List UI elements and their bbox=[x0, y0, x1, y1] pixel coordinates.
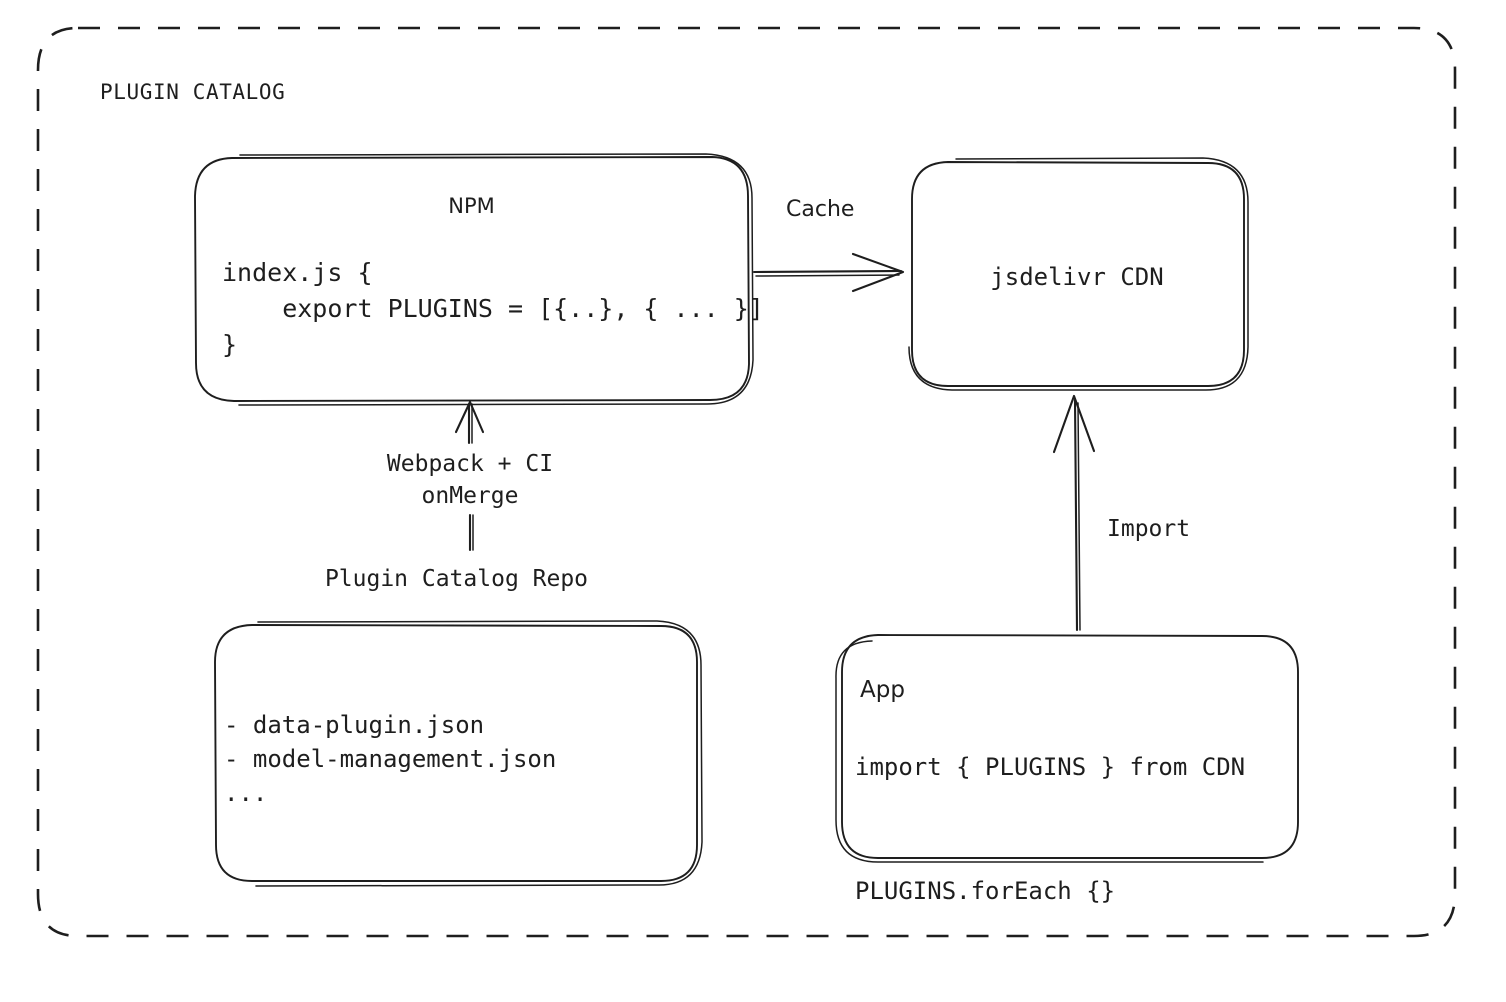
import-edge-label: Import bbox=[1107, 516, 1191, 542]
npm-node-title: NPM bbox=[448, 194, 495, 218]
app-node-code: import { PLUGINS } from CDN PLUGINS.forE… bbox=[855, 753, 1246, 905]
repo-node-label: Plugin Catalog Repo bbox=[324, 566, 589, 592]
build-edge-label: Webpack + CI onMerge bbox=[386, 451, 554, 509]
cache-edge-label: Cache bbox=[786, 197, 855, 222]
cdn-node-title: jsdelivr CDN bbox=[990, 263, 1164, 291]
cache-arrow bbox=[752, 252, 905, 293]
import-arrow bbox=[1052, 394, 1096, 632]
group-label: PLUGIN CATALOG bbox=[100, 80, 286, 104]
npm-node-code: index.js { export PLUGINS = [{..}, { ...… bbox=[222, 258, 764, 359]
repo-node-files: - data-plugin.json - model-management.js… bbox=[224, 711, 557, 807]
app-node-title: App bbox=[860, 677, 905, 703]
